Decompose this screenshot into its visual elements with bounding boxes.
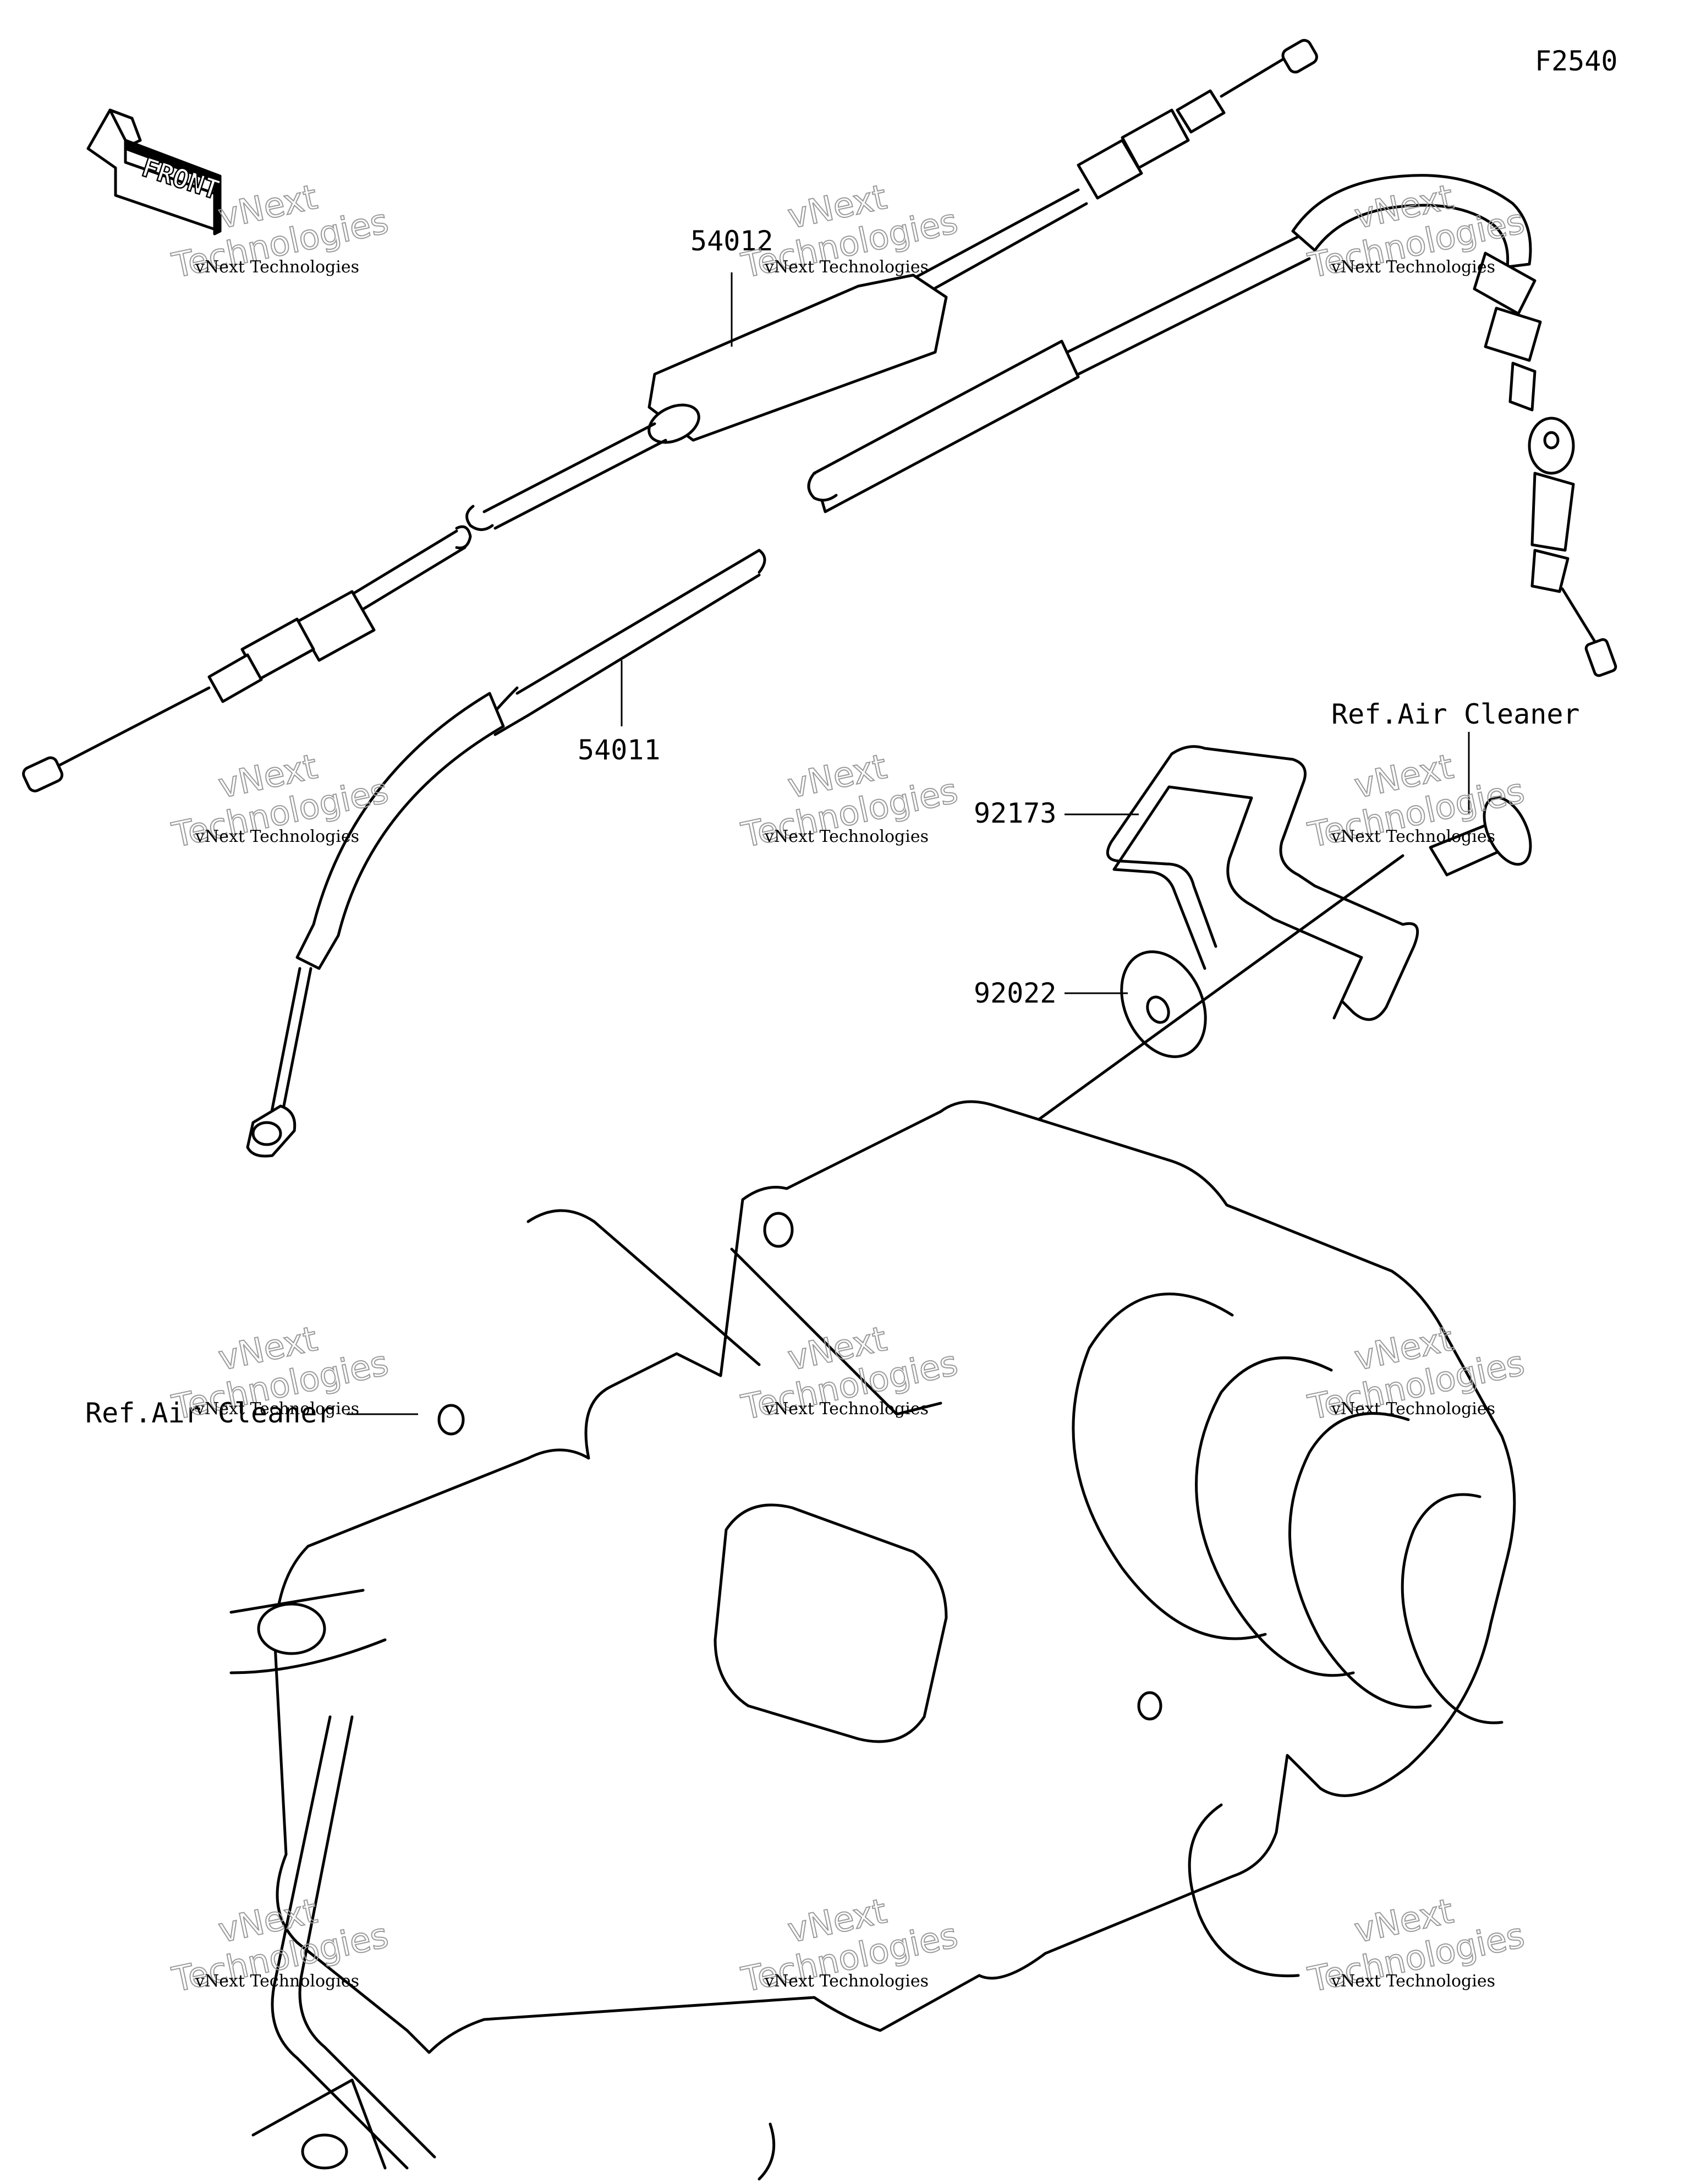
washer-92022 — [1120, 950, 1207, 1058]
watermark-text: vNext Technologies — [764, 827, 929, 846]
watermark-text: vNext Technologies — [195, 1399, 359, 1419]
callout-ref-air-cleaner-right: Ref.Air Cleaner — [1331, 698, 1580, 730]
watermark-text: vNext Technologies — [764, 258, 929, 277]
callout-92022: 92022 — [974, 977, 1057, 1009]
watermark-text: vNext Technologies — [1331, 827, 1495, 846]
watermark-text: vNext Technologies — [195, 1972, 359, 1991]
clamp-92173 — [1106, 745, 1419, 1021]
watermark-text: vNext Technologies — [764, 1399, 929, 1419]
front-arrow-icon: FRONT — [86, 108, 224, 236]
callout-92173: 92173 — [974, 797, 1057, 829]
figure-code: F2540 — [1535, 45, 1618, 77]
watermark-text: vNext Technologies — [1331, 1972, 1495, 1991]
bolt-ref-air-cleaner — [972, 796, 1532, 1168]
callout-ref-air-cleaner-left: Ref.Air Cleaner — [85, 1397, 334, 1429]
callout-54011: 54011 — [578, 734, 661, 766]
watermark-text: vNext Technologies — [195, 258, 359, 277]
callout-54012: 54012 — [690, 225, 773, 257]
watermark-text: vNext Technologies — [195, 827, 359, 846]
watermark-text: vNext Technologies — [764, 1972, 929, 1991]
air-cleaner-housing — [229, 1100, 1516, 2181]
watermark-text: vNext Technologies — [1331, 1399, 1495, 1419]
watermark-text: vNext Technologies — [1331, 258, 1495, 277]
cable-54011 — [246, 174, 1617, 1158]
cable-54012 — [22, 39, 1318, 792]
